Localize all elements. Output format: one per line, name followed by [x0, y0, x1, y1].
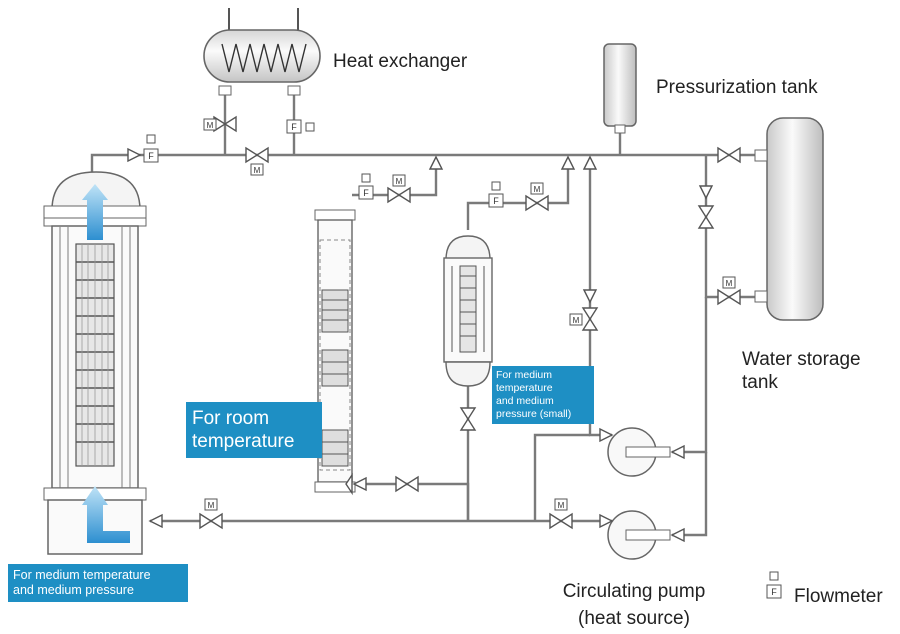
svg-text:M: M: [396, 177, 403, 186]
flow-arrow-icon: [148, 513, 163, 529]
pump2-feed-pipe: [672, 452, 708, 537]
water-storage-tank-label-line1: Water storage: [742, 349, 861, 370]
valve-icon: [697, 205, 715, 229]
room-inlet-pipe: [352, 482, 470, 521]
large-reactor: [43, 171, 147, 555]
svg-text:F: F: [291, 122, 297, 132]
flow-arrow-icon: [670, 527, 685, 543]
medium-small-badge: For medium temperature and medium pressu…: [492, 366, 594, 424]
flowmeter-icon: F: [286, 119, 315, 134]
flow-arrow-icon: [582, 289, 598, 304]
svg-text:M: M: [558, 501, 565, 510]
flowmeter-icon: F: [143, 134, 159, 163]
circulating-pump-label-line2: (heat source): [578, 608, 690, 629]
valve-icon: [395, 475, 419, 493]
valve-icon: [549, 512, 573, 530]
flow-arrow-icon: [582, 155, 598, 170]
pump-feed-pipe: [672, 297, 708, 454]
water-storage-tank: [754, 117, 824, 321]
flowmeters: F F F F F: [143, 119, 782, 599]
medium-pressure-badge: For medium temperature and medium pressu…: [8, 564, 188, 602]
valve-icon: [459, 407, 477, 431]
badge-line: temperature: [496, 382, 553, 394]
motor-icon: M: [203, 118, 217, 131]
small-column: [443, 235, 493, 387]
small-column-outlet-pipe: [466, 165, 570, 230]
circulating-pump-2: [607, 510, 671, 560]
room-temperature-column: [314, 209, 356, 493]
motor-valves: M M M M M M M M: [203, 118, 736, 511]
flow-arrow-icon: [428, 155, 444, 170]
flow-arrow-icon: [560, 155, 576, 170]
svg-text:M: M: [573, 316, 580, 325]
svg-text:M: M: [726, 279, 733, 288]
badge-line: temperature: [192, 431, 295, 452]
circulating-pump-1: [607, 427, 671, 477]
badge-line: For room: [192, 408, 270, 429]
circulating-pump-label: Circulating pump (heat source): [553, 580, 715, 630]
valve-icon: [717, 288, 741, 306]
motor-icon: M: [569, 313, 583, 326]
flowmeter-icon: F: [488, 181, 504, 208]
flowmeter-legend-icon: F: [766, 571, 782, 599]
badge-line: and medium: [496, 395, 554, 407]
heat-exchanger-label: Heat exchanger: [333, 51, 468, 72]
flow-arrow-icon: [670, 444, 685, 460]
svg-text:F: F: [363, 188, 369, 198]
valve-icon: [525, 194, 549, 212]
circulating-pump-label-line1: Circulating pump: [562, 581, 706, 602]
heat-exchanger: [203, 8, 321, 96]
motor-icon: M: [554, 498, 568, 511]
svg-text:M: M: [534, 185, 541, 194]
flow-arrow-icon: [599, 513, 614, 529]
upflow-arrow-bottom: [82, 486, 130, 543]
svg-text:F: F: [771, 587, 777, 597]
motor-icon: M: [392, 174, 406, 187]
pressurization-tank-label: Pressurization tank: [656, 77, 818, 98]
svg-text:F: F: [148, 151, 154, 161]
valve-icon: [387, 186, 411, 204]
svg-text:F: F: [493, 196, 499, 206]
badge-line: For medium: [496, 369, 553, 381]
valve-icon: [199, 512, 223, 530]
water-storage-tank-label: Water storage tank: [742, 348, 861, 394]
flow-arrow-icon: [127, 147, 142, 163]
flowmeter-legend-label: Flowmeter: [794, 586, 883, 607]
room-temperature-badge: For room temperature: [186, 402, 322, 458]
room-column-outlet-pipe: [352, 165, 438, 197]
valve-icon: [581, 307, 599, 331]
motor-icon: M: [722, 276, 736, 289]
flow-arrow-icon: [698, 185, 714, 200]
pressurization-tank: [603, 43, 637, 134]
flow-arrow-icon: [345, 472, 353, 496]
main-header-pipe: [90, 153, 755, 212]
svg-text:M: M: [207, 121, 214, 130]
motor-icon: M: [250, 163, 264, 176]
flow-arrows: [127, 147, 714, 543]
motor-icon: M: [204, 498, 218, 511]
badge-line: and medium pressure: [13, 583, 134, 597]
upflow-arrow-top: [82, 184, 108, 240]
storage-drop-pipe: [704, 155, 757, 299]
valve-icon: [245, 146, 269, 164]
flow-arrow-icon: [599, 427, 614, 443]
motor-icon: M: [530, 182, 544, 195]
water-storage-tank-label-line2: tank: [742, 372, 778, 393]
flowmeter-icon: F: [358, 173, 374, 200]
valve-icon: [717, 146, 741, 164]
badge-line: For medium temperature: [13, 568, 151, 582]
svg-text:M: M: [208, 501, 215, 510]
pump-cross-pipe: [533, 433, 590, 521]
pipes: [90, 95, 757, 537]
flow-arrow-icon: [352, 476, 367, 492]
badge-line: pressure (small): [496, 408, 572, 420]
svg-text:M: M: [254, 166, 261, 175]
